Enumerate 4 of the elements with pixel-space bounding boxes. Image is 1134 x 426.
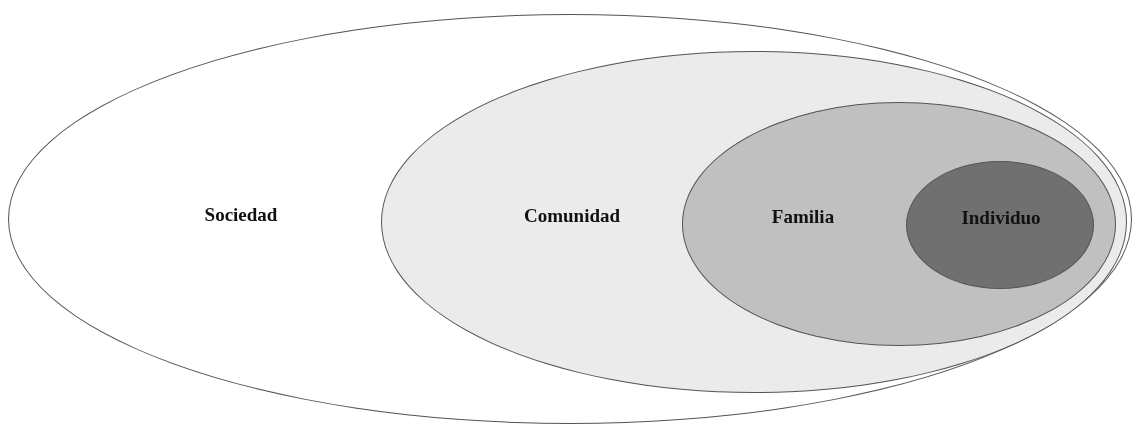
ellipse-label: Comunidad bbox=[523, 203, 621, 228]
ellipse-label: Familia bbox=[771, 204, 835, 229]
ellipse-label: Sociedad bbox=[204, 202, 278, 227]
ellipse-label: Individuo bbox=[961, 205, 1041, 230]
